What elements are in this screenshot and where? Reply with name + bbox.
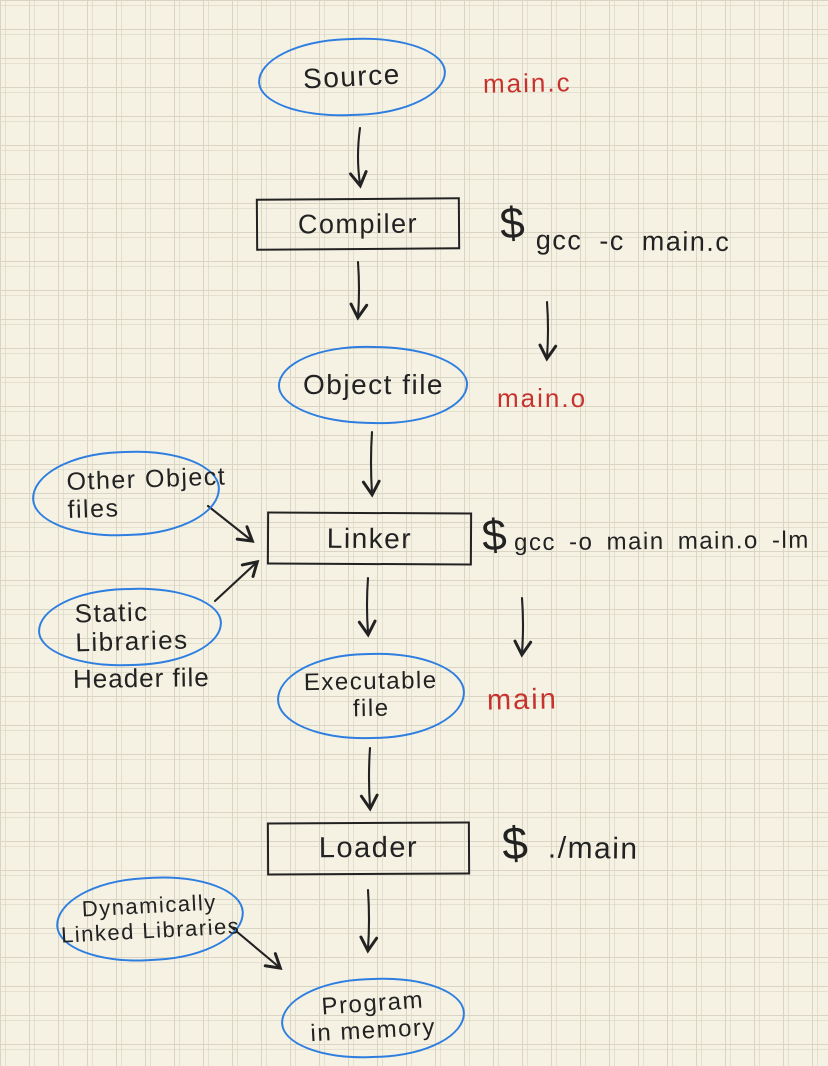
node-linker-label: Linker [326, 522, 413, 555]
command-compile-prompt: $ [498, 198, 527, 249]
node-source-label: Source [302, 58, 402, 95]
annotation-object-filename: main.o [497, 383, 588, 413]
node-other-object-files-line2: files [67, 493, 120, 524]
node-other-object-files: Other Object files [30, 447, 227, 540]
arrow-object-file-to-linker [361, 430, 381, 498]
node-static-libraries-line1: Static [74, 596, 150, 629]
arrow-other-object-files-to-linker [206, 504, 255, 543]
command-compile-text: gcc -c main.c [536, 225, 732, 258]
arrow-link-cmd-to-main [513, 596, 533, 658]
node-object-file-label: Object file [302, 369, 444, 401]
node-loader-label: Loader [318, 832, 419, 865]
node-object-file: Object file [277, 344, 469, 426]
arrow-loader-to-program [359, 888, 379, 954]
node-source: Source [256, 34, 448, 120]
label-header-file: Header file [72, 662, 210, 694]
command-link: $ gcc -o main main.o -lm [480, 510, 811, 561]
node-program-in-memory-line2: in memory [310, 1013, 437, 1048]
node-static-libraries-line2: Libraries [74, 624, 189, 658]
node-executable-file: Executable file [276, 651, 466, 741]
command-link-text: gcc -o main main.o -lm [514, 526, 811, 557]
command-compile: $ gcc -c main.c [498, 198, 732, 258]
arrow-compile-cmd-to-main-o [538, 300, 558, 362]
node-static-libraries: Static Libraries [37, 585, 223, 669]
arrow-linker-to-executable [357, 576, 377, 638]
command-link-prompt: $ [480, 510, 509, 561]
arrow-source-to-compiler [349, 126, 368, 189]
node-compiler: Compiler [255, 197, 461, 251]
command-run-prompt: $ [500, 816, 530, 870]
annotation-source-filename: main.c [482, 67, 572, 99]
command-run: $ ./main [500, 816, 639, 870]
arrow-executable-to-loader [359, 746, 379, 812]
command-run-text: ./main [547, 831, 639, 866]
arrow-static-libraries-to-linker [213, 559, 260, 603]
node-executable-file-line1: Executable [303, 666, 438, 697]
node-program-in-memory: Program in memory [279, 974, 467, 1062]
annotation-executable-name: main [486, 683, 559, 717]
arrow-compiler-to-object-file [349, 260, 369, 321]
node-compiler-label: Compiler [297, 208, 419, 240]
node-dynamically-linked-libraries: Dynamically Linked Libraries [53, 872, 247, 966]
node-linker: Linker [266, 511, 473, 566]
node-loader: Loader [266, 821, 471, 876]
node-executable-file-line2: file [352, 694, 390, 723]
node-other-object-files-line1: Other Object [66, 462, 227, 496]
